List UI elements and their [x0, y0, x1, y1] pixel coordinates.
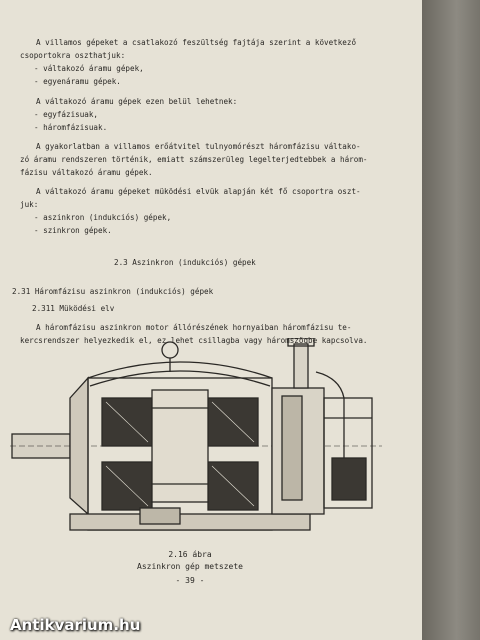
watermark-text: Antikvarium.hu — [10, 616, 141, 634]
paragraph-line: kercsrendszer helyezkedik el, ez lehet c… — [20, 336, 368, 345]
figure-caption: Aszinkron gép metszete — [137, 562, 243, 571]
paragraph-line: A váltakozó áramu gépeket müködési elvük… — [36, 187, 361, 196]
book-page: A villamos gépeket a csatlakozó feszülts… — [0, 0, 422, 640]
paragraph-line: A villamos gépeket a csatlakozó feszülts… — [36, 38, 357, 47]
list-item: - szinkron gépek. — [34, 226, 112, 235]
subsubsection-heading: 2.311 Müködési elv — [32, 304, 115, 313]
paragraph-line: juk: — [20, 200, 39, 209]
paragraph-line: csoportokra oszthatjuk: — [20, 51, 126, 60]
list-item: - egyenáramu gépek. — [34, 77, 121, 86]
paragraph-line: zó áramu rendszeren történik, emiatt szá… — [20, 155, 368, 164]
list-item: - váltakozó áramu gépek, — [34, 64, 144, 73]
section-heading: 2.3 Aszinkron (indukciós) gépek — [114, 258, 256, 267]
paragraph-line: fázisu váltakozó áramu gépek. — [20, 168, 153, 177]
list-item: - háromfázisuak. — [34, 123, 108, 132]
subsection-heading: 2.31 Háromfázisu aszinkron (indukciós) g… — [12, 287, 214, 296]
list-item: - egyfázisuak, — [34, 110, 99, 119]
page-background-edge — [422, 0, 480, 640]
list-item: - aszinkron (indukciós) gépek, — [34, 213, 172, 222]
page-number: - 39 - — [175, 576, 205, 585]
paragraph-line: A háromfázisu aszinkron motor állórészén… — [36, 323, 352, 332]
watermark: Antikvarium.hu — [6, 614, 144, 636]
paragraph-line: A váltakozó áramu gépek ezen belül lehet… — [36, 97, 238, 106]
paragraph-line: A gyakorlatban a villamos erőátvitel tul… — [36, 142, 361, 151]
motor-cross-section-drawing — [10, 338, 382, 531]
figure-number: 2.16 ábra — [168, 550, 212, 559]
